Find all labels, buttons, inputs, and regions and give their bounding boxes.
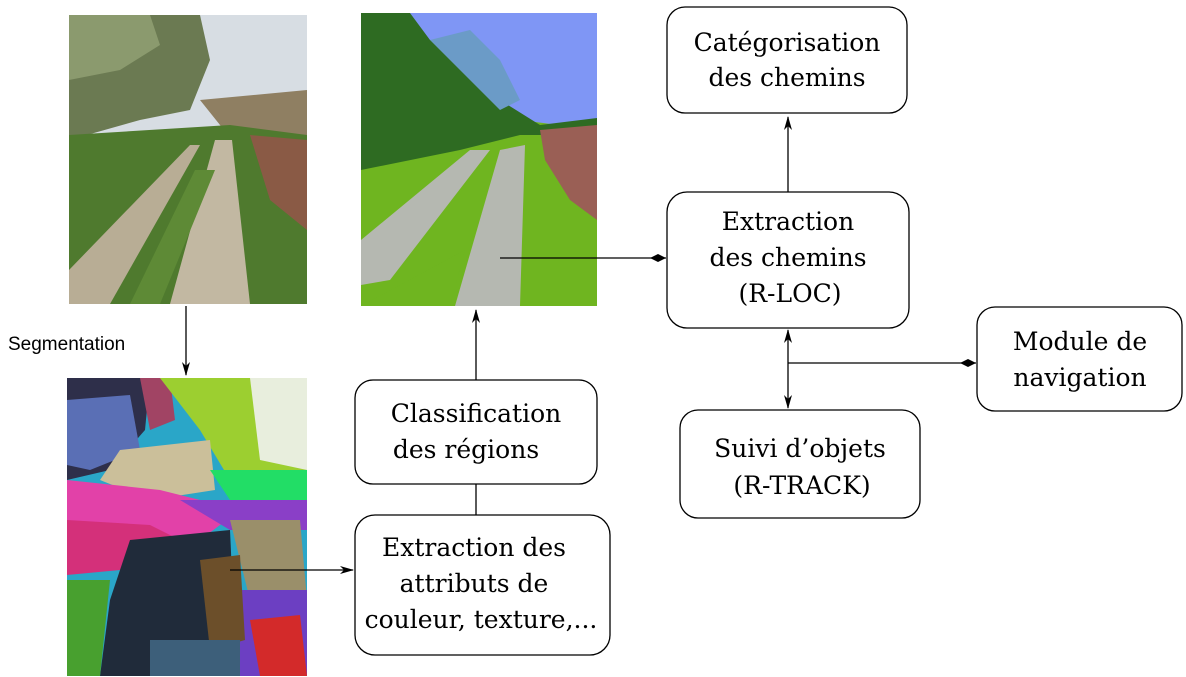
box-extraction-attributs-line3: couleur, texture,... bbox=[365, 605, 598, 634]
segmentation-label: Segmentation bbox=[8, 334, 125, 355]
road-photo bbox=[69, 15, 307, 304]
box-module-navigation-line2: navigation bbox=[1013, 363, 1146, 392]
box-suivi-objets-line1: Suivi d’objets bbox=[714, 434, 886, 463]
box-extraction-attributs-line2: attributs de bbox=[400, 569, 549, 598]
box-extraction-chemins: Extraction des chemins (R-LOC) bbox=[666, 191, 910, 329]
box-categorisation-line2: des chemins bbox=[708, 63, 865, 92]
box-module-navigation-line1: Module de bbox=[1013, 327, 1147, 356]
classified-image bbox=[361, 13, 597, 306]
box-suivi-objets: Suivi d’objets (R-TRACK) bbox=[679, 409, 921, 519]
box-classification-line1: Classification bbox=[391, 399, 561, 428]
box-extraction-attributs-line1: Extraction des bbox=[382, 533, 566, 562]
segmented-image bbox=[67, 378, 307, 676]
box-classification: Classification des régions bbox=[354, 379, 598, 485]
box-categorisation: Catégorisation des chemins bbox=[666, 6, 908, 114]
box-categorisation-line1: Catégorisation bbox=[694, 28, 881, 57]
box-extraction-chemins-line1: Extraction bbox=[722, 207, 854, 236]
box-extraction-chemins-line3: (R-LOC) bbox=[738, 279, 841, 308]
box-extraction-chemins-line2: des chemins bbox=[709, 243, 866, 272]
box-extraction-attributs: Extraction des attributs de couleur, tex… bbox=[354, 514, 611, 656]
box-suivi-objets-line2: (R-TRACK) bbox=[733, 471, 870, 500]
box-module-navigation: Module de navigation bbox=[976, 306, 1183, 412]
box-classification-line2: des régions bbox=[393, 435, 539, 464]
